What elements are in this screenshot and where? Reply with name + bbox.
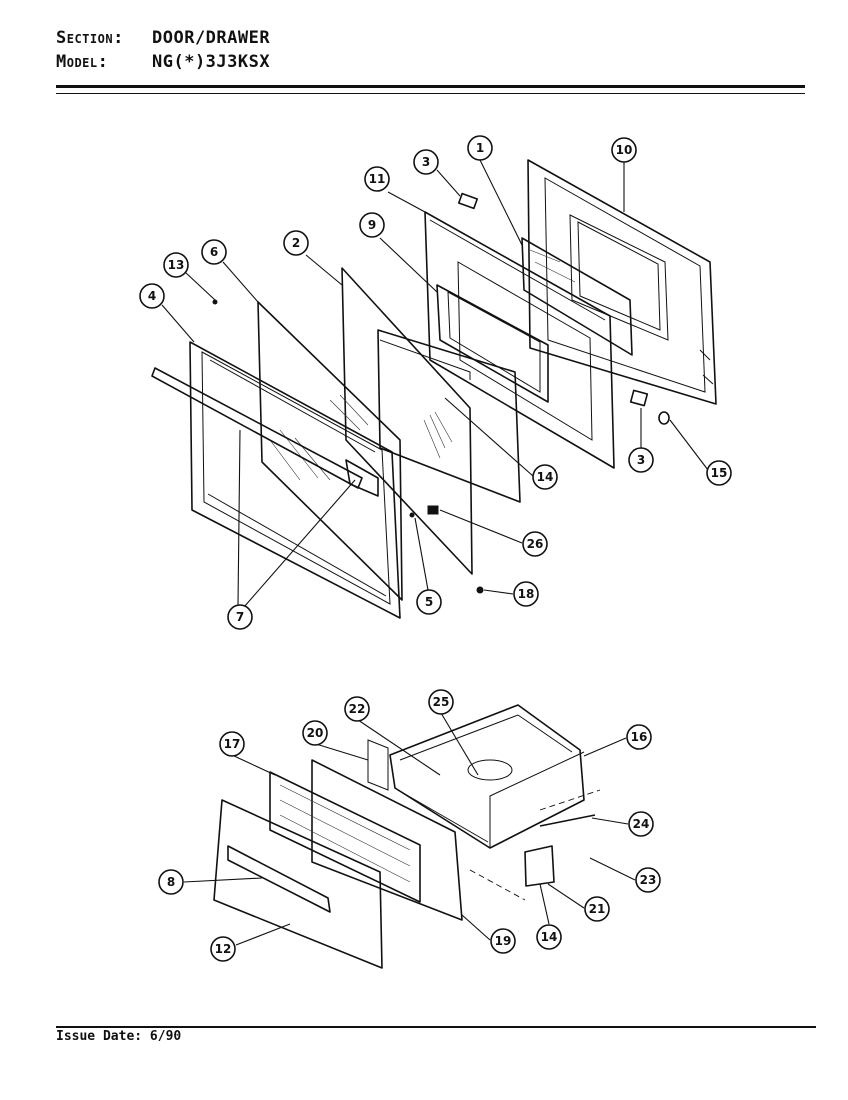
door-callouts: 1 10 3 11 9 2 6 13 4 14 3 15 26 18 5 7 [139, 135, 732, 630]
svg-text:21: 21 [589, 902, 606, 916]
callout-door-15: 15 [706, 460, 732, 486]
svg-text:11: 11 [369, 172, 386, 186]
svg-text:14: 14 [537, 470, 554, 484]
svg-text:26: 26 [527, 537, 544, 551]
callout-drawer-24: 24 [628, 811, 654, 837]
svg-text:16: 16 [631, 730, 648, 744]
svg-text:14: 14 [541, 930, 558, 944]
inner-liner [377, 329, 521, 503]
svg-text:18: 18 [518, 587, 535, 601]
svg-text:5: 5 [425, 595, 433, 609]
callout-door-9: 9 [359, 212, 385, 238]
svg-text:15: 15 [711, 466, 728, 480]
section-row: Section: DOOR/DRAWER [56, 26, 816, 50]
callout-drawer-21: 21 [584, 896, 610, 922]
drawer-inner-front [311, 739, 463, 921]
callout-drawer-25: 25 [428, 689, 454, 715]
window-frame [436, 284, 549, 403]
header-rule-thin [56, 93, 805, 94]
door-leaders [161, 159, 709, 608]
model-label: Model: [56, 52, 109, 72]
callout-door-26: 26 [522, 531, 548, 557]
svg-text:7: 7 [236, 610, 244, 624]
svg-text:9: 9 [368, 218, 376, 232]
callout-drawer-22: 22 [344, 696, 370, 722]
drawer-slide-rod [539, 814, 596, 827]
svg-text:2: 2 [292, 236, 300, 250]
section-label: Section: [56, 28, 124, 48]
svg-text:23: 23 [640, 873, 657, 887]
hinge-clip-top [457, 192, 479, 210]
door-glass [341, 267, 473, 575]
svg-text:1: 1 [476, 141, 484, 155]
callout-door-6: 6 [201, 239, 227, 265]
door-handle [151, 367, 379, 497]
callout-door-3-bottom: 3 [628, 447, 654, 473]
door-bumper [658, 411, 670, 425]
issue-date: Issue Date: 6/90 [56, 1029, 182, 1044]
drawer-assembly [183, 704, 636, 969]
section-header: Section: DOOR/DRAWER Model: NG(*)3J3KSX [56, 26, 816, 74]
callout-drawer-12: 12 [210, 936, 236, 962]
frame-screw [212, 299, 218, 305]
door-assembly [151, 159, 717, 619]
callout-door-13: 13 [163, 252, 189, 278]
svg-text:12: 12 [215, 942, 232, 956]
drawer-leaders [183, 712, 636, 946]
callout-drawer-8: 8 [158, 869, 184, 895]
drawer-insulation [269, 771, 421, 903]
callout-drawer-16: 16 [626, 724, 652, 750]
svg-text:22: 22 [349, 702, 366, 716]
callout-door-14: 14 [532, 464, 558, 490]
header-rule-thick [56, 85, 805, 88]
svg-text:6: 6 [210, 245, 218, 259]
drawer-callouts: 22 25 20 16 17 24 23 8 21 19 14 12 [158, 689, 661, 962]
footer-rule [56, 1026, 816, 1028]
svg-text:3: 3 [637, 453, 645, 467]
callout-drawer-23: 23 [635, 867, 661, 893]
svg-text:25: 25 [433, 695, 450, 709]
side-screw [409, 512, 415, 518]
outer-door-frame [189, 341, 401, 619]
svg-text:19: 19 [495, 934, 512, 948]
svg-text:17: 17 [224, 737, 241, 751]
model-row: Model: NG(*)3J3KSX [56, 50, 816, 74]
callout-door-5: 5 [416, 589, 442, 615]
callout-door-4: 4 [139, 283, 165, 309]
callout-door-2: 2 [283, 230, 309, 256]
callout-drawer-14: 14 [536, 924, 562, 950]
middle-door-panel [424, 211, 615, 469]
svg-text:24: 24 [633, 817, 650, 831]
svg-text:8: 8 [167, 875, 175, 889]
svg-text:10: 10 [616, 143, 633, 157]
section-value: DOOR/DRAWER [152, 28, 271, 48]
callout-door-1: 1 [467, 135, 493, 161]
drawer-front [213, 799, 383, 969]
door-screw [476, 586, 484, 594]
door-label-plate [427, 505, 439, 515]
callout-door-10: 10 [611, 137, 637, 163]
drawer-body [389, 704, 585, 849]
model-value: NG(*)3J3KSX [152, 52, 271, 72]
svg-text:20: 20 [307, 726, 324, 740]
svg-text:13: 13 [168, 258, 185, 272]
callout-drawer-17: 17 [219, 731, 245, 757]
drawer-side-bracket [524, 845, 555, 887]
callout-door-18: 18 [513, 581, 539, 607]
callout-door-7: 7 [227, 604, 253, 630]
hinge-clip-bottom [629, 389, 649, 407]
rear-door-frame [527, 159, 717, 405]
callout-drawer-20: 20 [302, 720, 328, 746]
svg-text:3: 3 [422, 155, 430, 169]
callout-door-3-top: 3 [413, 149, 439, 175]
door-inner-panel [521, 237, 633, 356]
svg-text:4: 4 [148, 289, 156, 303]
callout-door-11: 11 [364, 166, 390, 192]
callout-drawer-19: 19 [490, 928, 516, 954]
